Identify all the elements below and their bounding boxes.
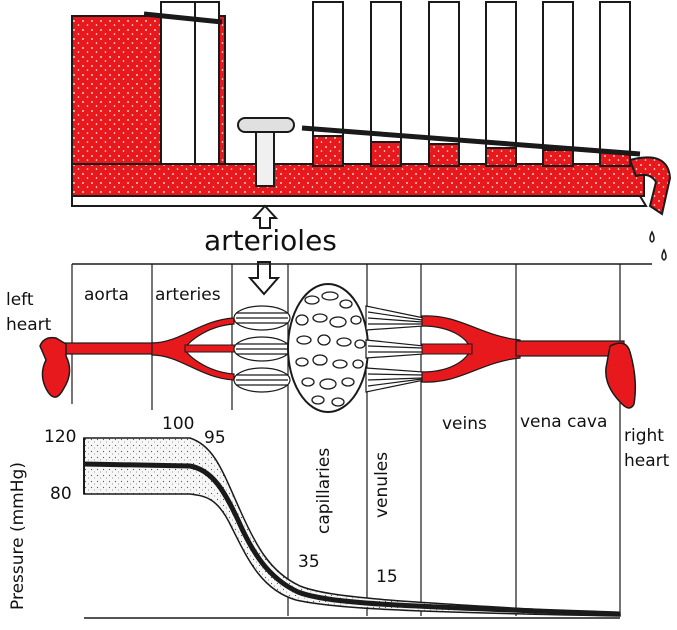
value-95: 95 (204, 428, 226, 448)
vena-cava-label: vena cava (520, 412, 608, 432)
tick-120: 120 (44, 427, 77, 447)
left-heart-label: left heart (6, 288, 51, 338)
reservoir-model (71, 1, 672, 261)
right-heart-line-2: heart (624, 451, 670, 471)
vessel-tree (61, 283, 625, 413)
drip (649, 230, 667, 261)
arteries-label: arteries (155, 285, 221, 305)
venule-bundles (365, 305, 425, 393)
arterioles-title: arterioles (204, 224, 337, 257)
right-heart-shape (605, 342, 637, 409)
right-heart-label: right heart (624, 424, 669, 474)
outlet-spout (628, 156, 672, 216)
hollow-down-arrow-icon (247, 261, 281, 296)
channel (71, 163, 645, 197)
pressure-chart (83, 437, 621, 619)
level-bar-slope (301, 125, 641, 157)
left-heart-line-2: heart (6, 315, 52, 335)
valve-stem (255, 131, 275, 187)
base-plate (71, 195, 648, 207)
vena-cava-vessel (515, 340, 625, 357)
value-100: 100 (162, 414, 195, 434)
capillaries-label: capillaries (314, 447, 334, 534)
mean-pressure-line (83, 461, 621, 617)
hollow-up-arrow-icon (251, 204, 279, 229)
level-bar-top (143, 11, 223, 25)
veins-label: veins (442, 414, 487, 434)
aorta-label: aorta (84, 285, 129, 305)
arteriole-bundles (233, 305, 291, 393)
right-heart-line-1: right (624, 426, 664, 446)
value-15: 15 (376, 567, 398, 587)
venules-label: venules (372, 451, 392, 518)
left-heart-line-1: left (6, 290, 34, 310)
pressure-axis-label: Pressure (mmHg) (8, 462, 28, 610)
value-35: 35 (298, 552, 320, 572)
pressure-columns (312, 1, 631, 167)
valve-handle (237, 117, 295, 133)
tick-80: 80 (50, 484, 72, 504)
capillary-bed (287, 283, 369, 413)
left-heart-shape (39, 336, 71, 398)
aorta-vessel (61, 342, 155, 355)
tube-left (160, 1, 196, 167)
